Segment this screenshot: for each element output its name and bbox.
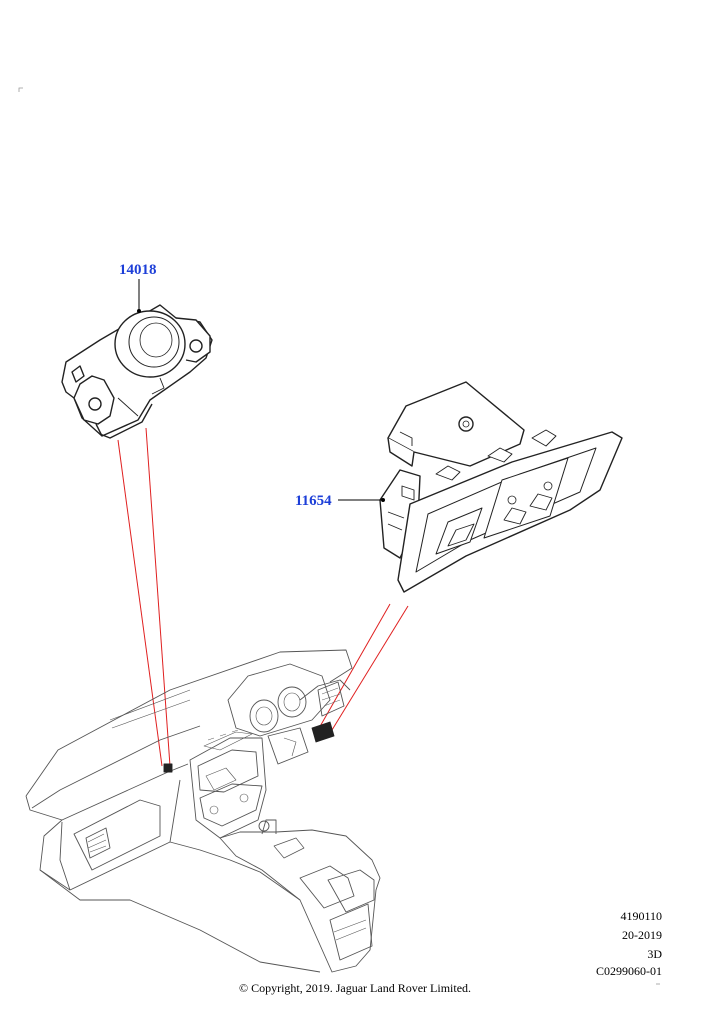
location-leader-lines xyxy=(117,427,409,767)
reference-line-4: C0299060-01 xyxy=(596,964,662,978)
dashboard-drawing xyxy=(25,649,381,973)
reference-line-1: 4190110 xyxy=(620,909,662,923)
reference-line-3: 3D xyxy=(647,947,662,961)
camera-part-drawing xyxy=(61,304,213,439)
corner-mark xyxy=(18,87,23,92)
reference-line-2: 20-2019 xyxy=(622,928,662,942)
switch-part-drawing xyxy=(379,381,623,593)
copyright-notice: © Copyright, 2019. Jaguar Land Rover Lim… xyxy=(238,981,472,995)
callout-14018[interactable]: 14018 xyxy=(119,262,157,278)
callout-11654[interactable]: 11654 xyxy=(295,493,332,509)
